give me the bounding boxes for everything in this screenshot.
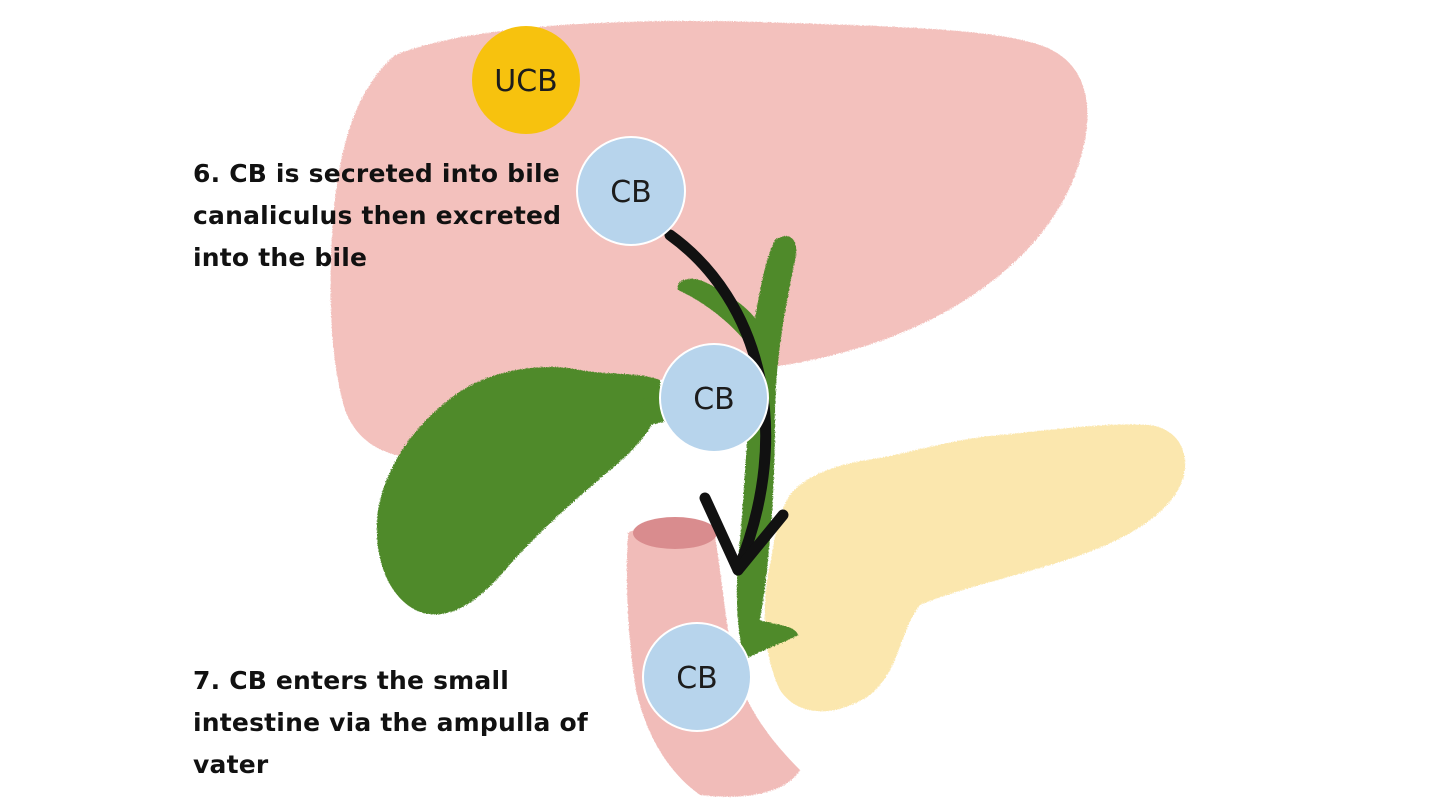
step-7-line-3: vater	[193, 750, 269, 779]
cb-liver-circle	[576, 136, 686, 246]
cb-intestine-label: CB	[676, 661, 718, 696]
gallbladder	[376, 367, 661, 615]
pancreas	[764, 424, 1186, 712]
duodenum-opening	[633, 517, 717, 549]
cb-intestine-node: CB	[642, 622, 752, 732]
ucb-circle	[472, 26, 580, 134]
step-7-line-2: intestine via the ampulla of	[193, 708, 588, 737]
cb-intestine-circle	[642, 622, 752, 732]
cb-liver-label: CB	[610, 175, 652, 210]
ucb-node: UCB	[472, 26, 580, 134]
step-6-line-3: into the bile	[193, 243, 368, 272]
step-6-caption: 6. CB is secreted into bile canaliculus …	[193, 153, 561, 279]
step-6-line-2: canaliculus then excreted	[193, 201, 562, 230]
cb-duct-label: CB	[693, 382, 735, 417]
common-bile-duct	[677, 236, 798, 660]
arrow-head	[699, 492, 789, 576]
step-7-caption: 7. CB enters the small intestine via the…	[193, 660, 588, 786]
step-7-line-1: 7. CB enters the small	[193, 666, 510, 695]
cb-duct-circle	[659, 343, 769, 453]
cb-liver-node: CB	[576, 136, 686, 246]
step-6-line-1: 6. CB is secreted into bile	[193, 159, 560, 188]
ucb-label: UCB	[494, 64, 558, 99]
cb-duct-node: CB	[659, 343, 769, 453]
